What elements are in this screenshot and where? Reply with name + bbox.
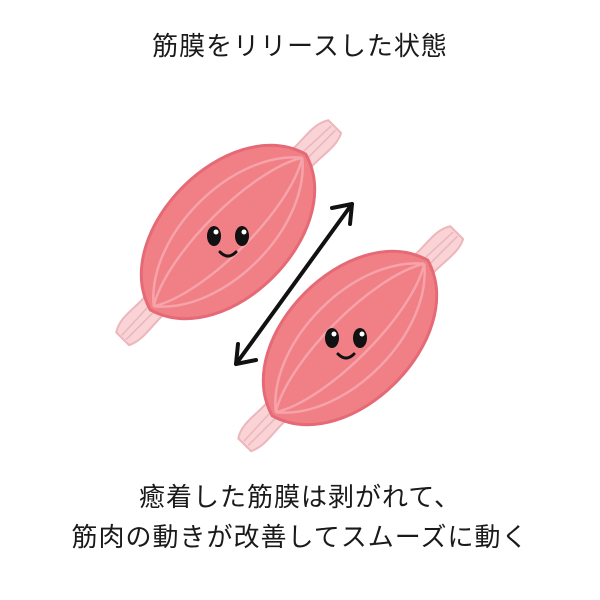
- caption: 癒着した筋膜は剥がれて、 筋肉の動きが改善してスムーズに動く: [0, 478, 600, 558]
- page-title: 筋膜をリリースした状態: [152, 32, 448, 62]
- caption-line-2: 筋肉の動きが改善してスムーズに動く: [71, 523, 529, 553]
- caption-line-1: 癒着した筋膜は剥がれて、: [139, 483, 461, 513]
- double-arrow-icon: [234, 202, 354, 366]
